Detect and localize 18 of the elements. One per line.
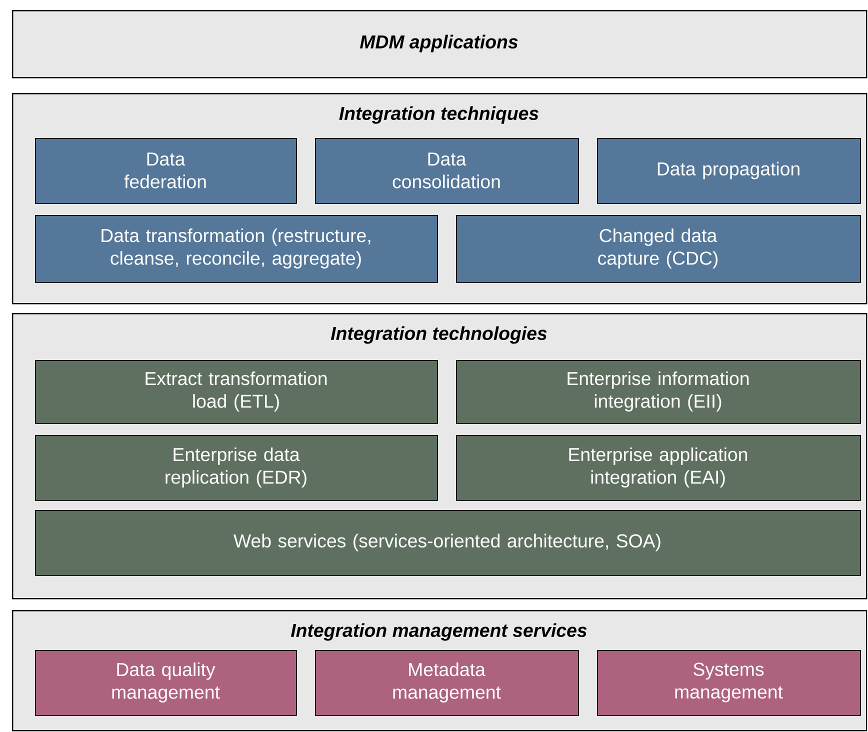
technique-box: Changed data capture (CDC): [456, 215, 861, 283]
panel-heading: Integration management services: [291, 623, 587, 641]
technique-box: Systems management: [597, 650, 861, 716]
panel-heading: Integration techniques: [339, 106, 538, 124]
technique-box: Data transformation (restructure, cleanse, reconcile, aggregate): [35, 215, 438, 283]
technique-box: Web services (services-oriented architecture, SOA): [35, 510, 861, 576]
technique-box: Data quality management: [35, 650, 297, 716]
panel-heading: Integration technologies: [330, 326, 547, 344]
technique-box: Enterprise application integration (EAI): [456, 435, 861, 501]
technique-box: Enterprise information integration (EII): [456, 360, 861, 424]
panel: [12, 10, 868, 78]
technique-box: Data consolidation: [315, 138, 579, 204]
panel-heading: MDM applications: [360, 34, 518, 52]
technique-box: Data federation: [35, 138, 297, 204]
technique-box: Data propagation: [597, 138, 861, 204]
technique-box: Enterprise data replication (EDR): [35, 435, 438, 501]
technique-box: Metadata management: [315, 650, 579, 716]
technique-box: Extract transformation load (ETL): [35, 360, 438, 424]
